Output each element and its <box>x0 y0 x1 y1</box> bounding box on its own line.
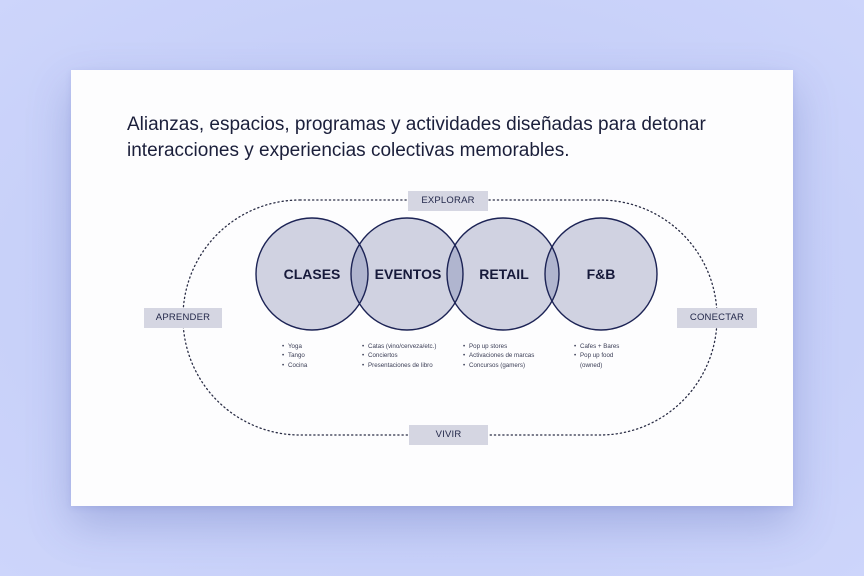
list-item: Yoga <box>282 342 307 352</box>
headline-line-1: Alianzas, espacios, programas y activida… <box>127 114 706 135</box>
circle-fnb <box>545 218 657 330</box>
circle-retail <box>447 218 559 330</box>
list-item: Conciertos <box>362 351 436 361</box>
list-eventos: Catas (vino/cerveza/etc.) Conciertos Pre… <box>362 342 436 371</box>
title-retail: RETAIL <box>479 266 529 282</box>
label-explorar: EXPLORAR <box>408 191 488 211</box>
label-conectar: CONECTAR <box>677 308 757 328</box>
list-item: Tango <box>282 351 307 361</box>
list-item: Pop up food <box>574 351 619 361</box>
list-item: Cocina <box>282 361 307 371</box>
list-item: Concursos (gamers) <box>463 361 534 371</box>
title-fnb: F&B <box>586 266 616 282</box>
circles-group <box>256 218 657 330</box>
circle-eventos <box>351 218 463 330</box>
title-eventos: EVENTOS <box>374 266 442 282</box>
list-fnb: Cafes + Bares Pop up food (owned) <box>574 342 619 370</box>
label-vivir: VIVIR <box>409 425 488 445</box>
outline-eventos <box>350 217 464 331</box>
list-item: (owned) <box>580 361 603 369</box>
list-retail: Pop up stores Activaciones de marcas Con… <box>463 342 534 371</box>
headline: Alianzas, espacios, programas y activida… <box>127 112 727 164</box>
list-item: Activaciones de marcas <box>463 351 534 361</box>
list-item: Presentaciones de libro <box>362 361 436 371</box>
venn-diagram <box>182 199 718 436</box>
label-aprender: APRENDER <box>144 308 222 328</box>
list-clases: Yoga Tango Cocina <box>282 342 307 371</box>
headline-line-2: interacciones y experiencias colectivas … <box>127 140 570 161</box>
outlines-group <box>255 217 658 331</box>
slide-card: Alianzas, espacios, programas y activida… <box>71 70 793 506</box>
circle-clases <box>256 218 368 330</box>
outline-clases <box>255 217 369 331</box>
list-item: Cafes + Bares <box>574 342 619 352</box>
outline-fnb <box>544 217 658 331</box>
title-clases: CLASES <box>283 266 341 282</box>
outline-retail <box>446 217 560 331</box>
list-item: Catas (vino/cerveza/etc.) <box>362 342 436 352</box>
list-item: Pop up stores <box>463 342 534 352</box>
